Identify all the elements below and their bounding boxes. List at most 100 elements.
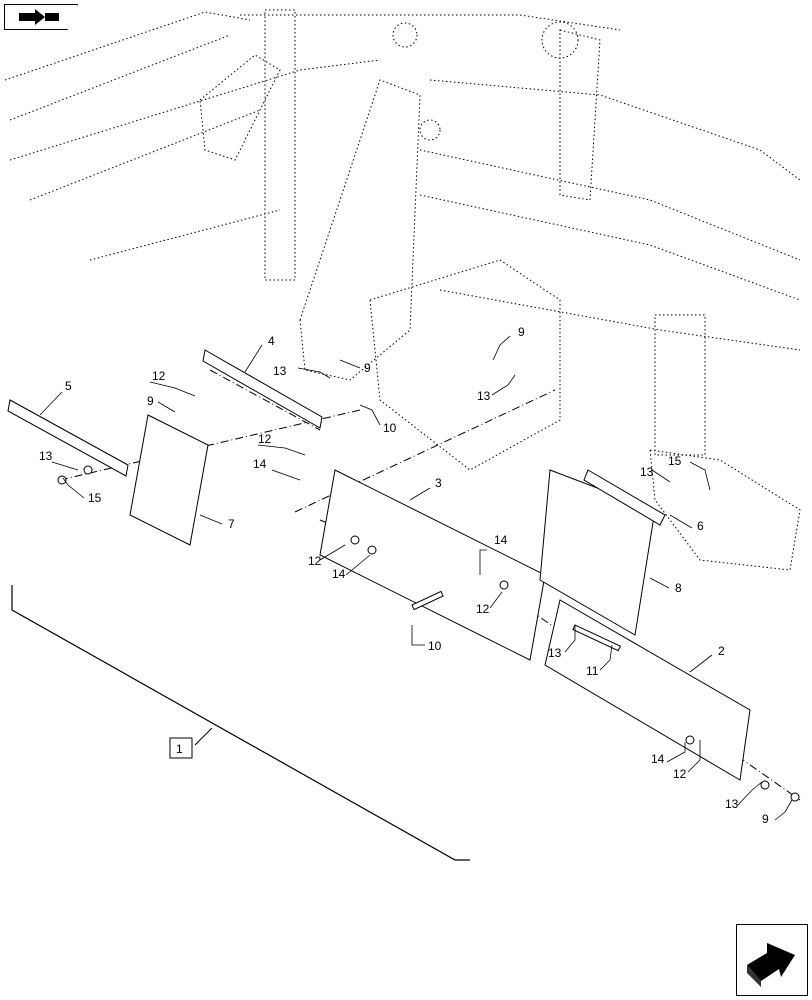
callout-label-13d: 13 (640, 465, 654, 479)
callout-label-1: 1 (176, 742, 183, 756)
leader-line (409, 487, 431, 501)
callout-label-7: 7 (228, 517, 235, 531)
callout-label-11: 11 (586, 664, 599, 678)
callout-label-14a: 14 (253, 457, 267, 471)
leader-line (244, 344, 263, 373)
bolt-11 (572, 624, 621, 652)
part-7-plate (129, 414, 209, 546)
callout-label-3: 3 (435, 476, 442, 490)
leader-line (492, 335, 511, 361)
leader-line (491, 374, 516, 396)
frame-column-main (299, 79, 421, 381)
leader-line (157, 401, 176, 413)
back-arrow-icon (19, 9, 59, 25)
callout-label-12d: 12 (476, 602, 490, 616)
part-5-strip (7, 399, 129, 477)
callout-label-15a: 15 (88, 491, 102, 505)
fastener (499, 580, 509, 590)
callout-label-14d: 14 (651, 752, 665, 766)
callout-label-12a: 12 (152, 369, 166, 383)
callout-label-10b: 10 (428, 639, 442, 653)
fastener (790, 792, 800, 802)
frame-lower (439, 289, 801, 351)
part-4-strip (202, 349, 323, 429)
fastener (57, 475, 67, 485)
leader-line (687, 740, 701, 773)
callout-label-4: 4 (268, 334, 275, 348)
leader-line (666, 742, 686, 763)
part-3-shield (319, 469, 546, 661)
leader-line (774, 799, 793, 821)
leader-line (345, 554, 371, 576)
callout-label-9b: 9 (364, 361, 371, 375)
leader-line (411, 625, 425, 646)
frame-upper (429, 79, 801, 181)
frame-pivot (392, 22, 418, 48)
callout-label-6: 6 (697, 519, 704, 533)
frame-pivot-3 (541, 21, 579, 59)
leader-line (51, 461, 79, 471)
callout-label-13c: 13 (39, 449, 53, 463)
frame-main-beam (419, 149, 801, 261)
callout-label-15b: 15 (668, 454, 682, 468)
bolt-10 (411, 590, 444, 611)
frame-pivot-2 (419, 119, 441, 141)
leader-line (669, 514, 693, 529)
callout-label-9d: 9 (762, 812, 769, 826)
frame-beam-left-3 (9, 59, 381, 161)
leader-line (297, 367, 331, 379)
frame-post-right (654, 314, 706, 456)
leader-line (479, 549, 487, 575)
frame-block (369, 259, 561, 471)
forward-button[interactable] (736, 924, 808, 996)
callout-label-13f: 13 (725, 797, 739, 811)
leader-line (651, 469, 671, 483)
leader-line (271, 469, 301, 481)
leader-line (599, 644, 613, 671)
leader-line (257, 444, 306, 456)
leader-line (564, 625, 576, 653)
assembly-bracket-1 (11, 585, 470, 861)
fastener (350, 535, 360, 545)
callout-label-9a: 9 (518, 325, 525, 339)
forward-arrow-icon (747, 943, 795, 987)
frame-main-beam-lower (419, 194, 801, 301)
callout-label-8: 8 (675, 581, 682, 595)
callout-leader-1 (194, 727, 213, 746)
callout-label-5: 5 (65, 379, 72, 393)
leader-line (649, 577, 670, 589)
leader-line (149, 381, 196, 397)
callout-label-12e: 12 (673, 767, 687, 781)
callout-label-14b: 14 (332, 567, 346, 581)
frame-bracket-left (264, 9, 296, 281)
callout-label-14c: 14 (494, 533, 508, 547)
callout-label-10a: 10 (383, 421, 397, 435)
leader-line (319, 544, 346, 561)
fastener (685, 735, 695, 745)
callout-label-9c: 9 (147, 394, 154, 408)
leader-line (339, 359, 361, 369)
back-button[interactable] (4, 4, 78, 30)
callout-label-12b: 12 (258, 432, 272, 446)
leader-line (689, 654, 713, 673)
callout-box-1 (169, 737, 193, 759)
part-6-strip (583, 469, 666, 526)
axis-line-6 (209, 369, 321, 431)
leader-line (359, 404, 381, 426)
callout-label-12c: 12 (308, 554, 322, 568)
frame-beam-left-4 (29, 109, 261, 201)
leader-line (62, 477, 85, 499)
callout-label-13e: 13 (548, 646, 562, 660)
leader-line (39, 391, 63, 416)
frame-beam-left-2 (9, 34, 231, 121)
leader-line (489, 591, 503, 609)
leader-line (199, 514, 223, 525)
fastener (760, 780, 770, 790)
callout-label-2: 2 (718, 644, 725, 658)
frame-top (240, 14, 621, 31)
callout-label-13b: 13 (477, 389, 491, 403)
leader-line (689, 461, 711, 491)
frame-column-right (559, 29, 601, 201)
leader-line (737, 781, 763, 806)
